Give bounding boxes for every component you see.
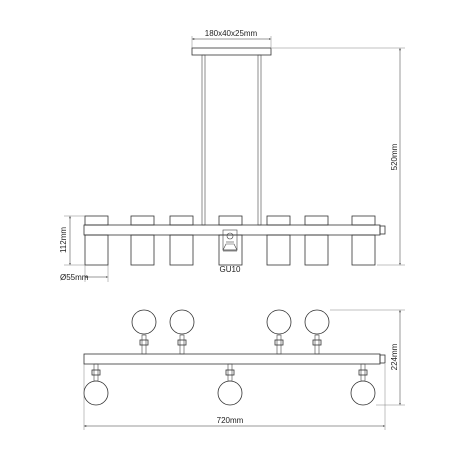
shade-diameter-dimension-label: Ø55mm (60, 273, 89, 282)
bulb-label: GU10 (220, 265, 241, 274)
plan-spot-top-3 (266, 309, 292, 355)
suspension-rod-right (257, 54, 262, 226)
plan-bar (83, 353, 381, 365)
shade-6 (304, 215, 329, 266)
shade-7 (351, 215, 376, 266)
shade-5 (266, 215, 291, 266)
height-dimension-label: 520mm (390, 143, 399, 170)
shade-1 (84, 215, 109, 266)
plan-spot-top-4 (304, 309, 330, 355)
canopy (191, 47, 272, 56)
bar-end-cap-right (379, 225, 386, 235)
length-dimension-label: 720mm (217, 416, 244, 425)
depth-dimension-label: 224mm (390, 343, 399, 370)
plan-spot-bottom-1 (83, 363, 109, 406)
suspension-rod-left (201, 54, 206, 226)
shade-center (218, 215, 243, 266)
plan-view: 224mm 720mm (83, 309, 405, 430)
plan-spot-bottom-3 (350, 363, 376, 406)
plan-spot-top-2 (169, 309, 195, 355)
shade-height-dimension-label: 112mm (59, 227, 68, 253)
shade-3 (169, 215, 194, 266)
bulb-reflector (222, 243, 238, 251)
canopy-dimension-label: 180x40x25mm (205, 29, 258, 38)
plan-spot-bottom-2 (217, 363, 243, 406)
front-elevation: 180x40x25mm (59, 29, 405, 282)
plan-spot-top-1 (131, 309, 157, 355)
shade-2 (130, 215, 155, 266)
